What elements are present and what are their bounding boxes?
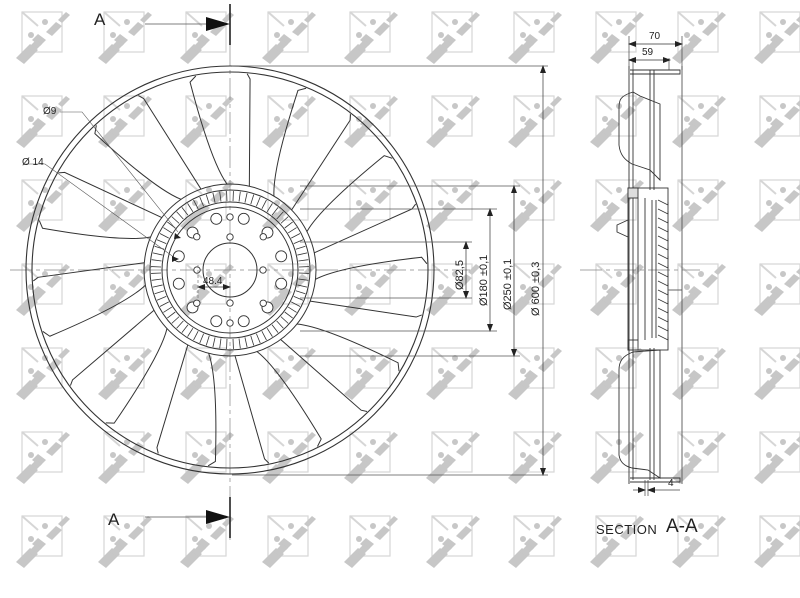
section-dimensions xyxy=(628,36,683,496)
section-marker-bottom: A xyxy=(108,510,120,529)
hole-large-label: Ø 14 xyxy=(22,157,44,168)
hole-small-label: Ø9 xyxy=(43,106,57,117)
section-title-prefix: SECTION xyxy=(596,522,658,537)
bore-diameter-label: Ø82,5 xyxy=(454,260,466,290)
fan-hub xyxy=(143,183,317,357)
section-fins xyxy=(657,199,669,341)
hub-slots xyxy=(151,191,309,349)
center-lines xyxy=(10,10,700,540)
section-cut-line xyxy=(145,4,231,538)
fan-outer-ring xyxy=(25,65,435,475)
leader-arrow xyxy=(174,233,181,239)
offset-label: 48.4 xyxy=(203,276,223,287)
section-marker-top: A xyxy=(94,10,106,29)
diameter-dimensions xyxy=(232,65,548,476)
section-title-id: A-A xyxy=(666,516,698,537)
mounting-holes xyxy=(172,212,288,328)
fan-blades xyxy=(33,73,428,467)
leader-arrow xyxy=(172,256,179,262)
section-width-overall: 70 xyxy=(649,31,661,42)
center-bore xyxy=(202,242,258,298)
fan-diameter-label: Ø 600 ±0,3 xyxy=(530,261,542,316)
section-width-inner: 59 xyxy=(642,47,654,58)
section-thickness: 4 xyxy=(668,478,674,489)
hole-leaders xyxy=(25,111,179,259)
offset-dimension xyxy=(197,265,231,300)
hub-diameter-label: Ø250 ±0,1 xyxy=(502,258,514,310)
pcd-diameter-label: Ø180 ±0,1 xyxy=(478,254,490,306)
section-view xyxy=(616,66,683,484)
